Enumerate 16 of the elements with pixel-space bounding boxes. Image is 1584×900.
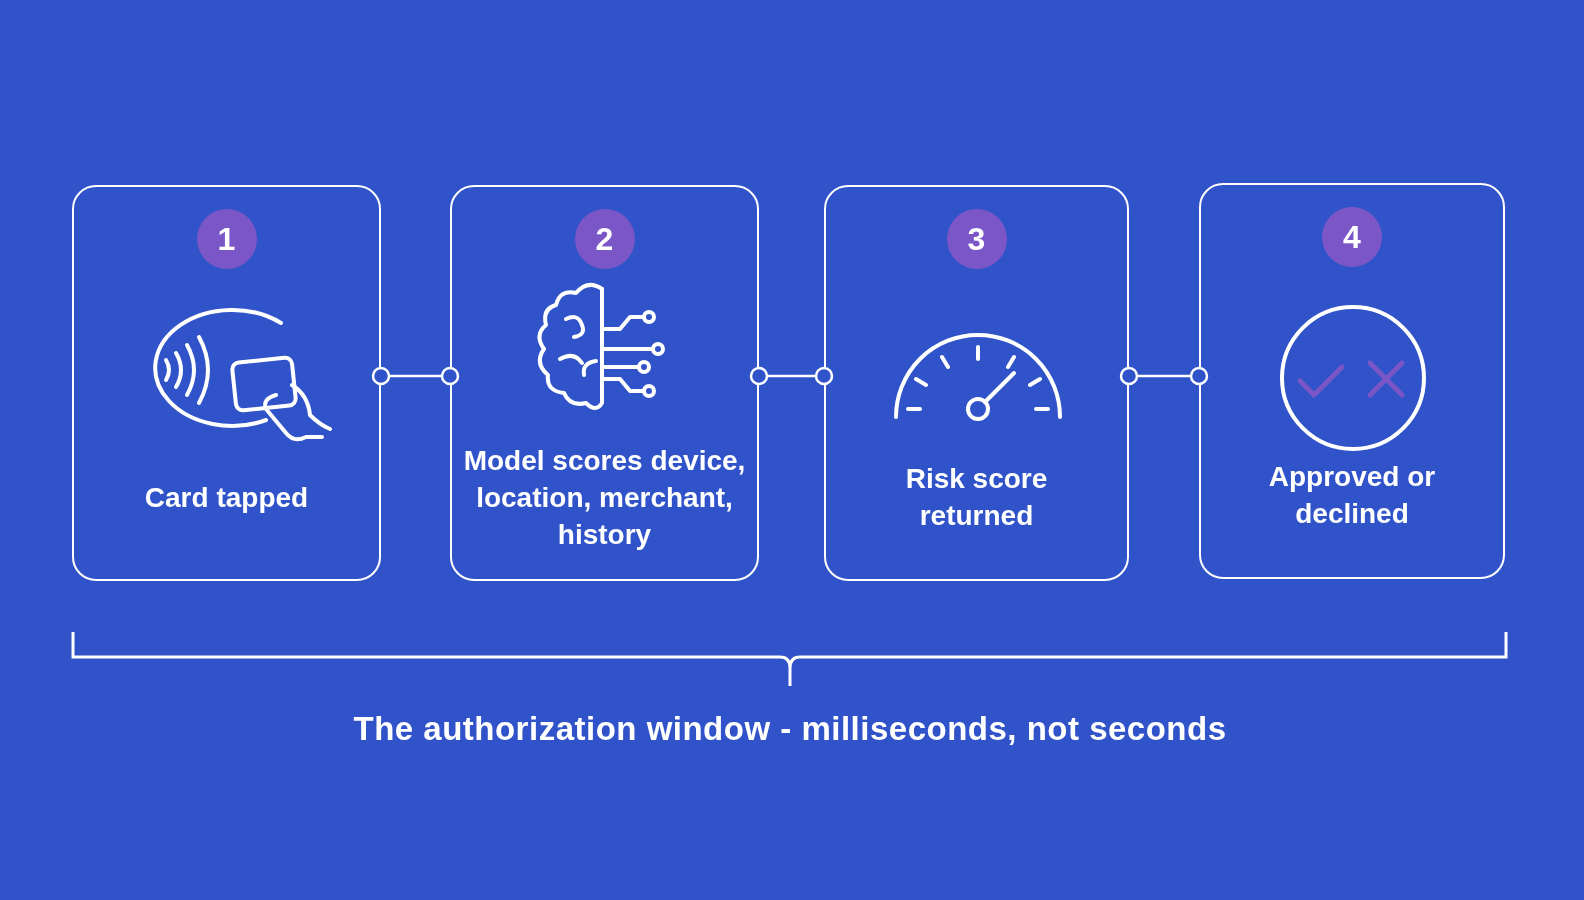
step-number: 2 [574,209,635,269]
step-caption: Card tapped [144,480,309,515]
bracket-label: The authorization window - milliseconds, not seconds [353,710,1227,748]
step-caption: Approved or declined [1267,460,1437,531]
connector-line [749,366,834,386]
step-number: 1 [196,209,257,269]
step-card [72,185,381,581]
step-number: 3 [946,209,1007,269]
step-number: 4 [1322,207,1382,267]
step-caption: Model scores device, location, merchant, history [463,443,746,552]
step-card [824,185,1129,581]
connector-line [1119,366,1209,386]
connector-line [371,366,460,386]
step-card [450,185,759,581]
step-card [1199,183,1505,579]
step-caption: Risk score returned [904,462,1049,533]
